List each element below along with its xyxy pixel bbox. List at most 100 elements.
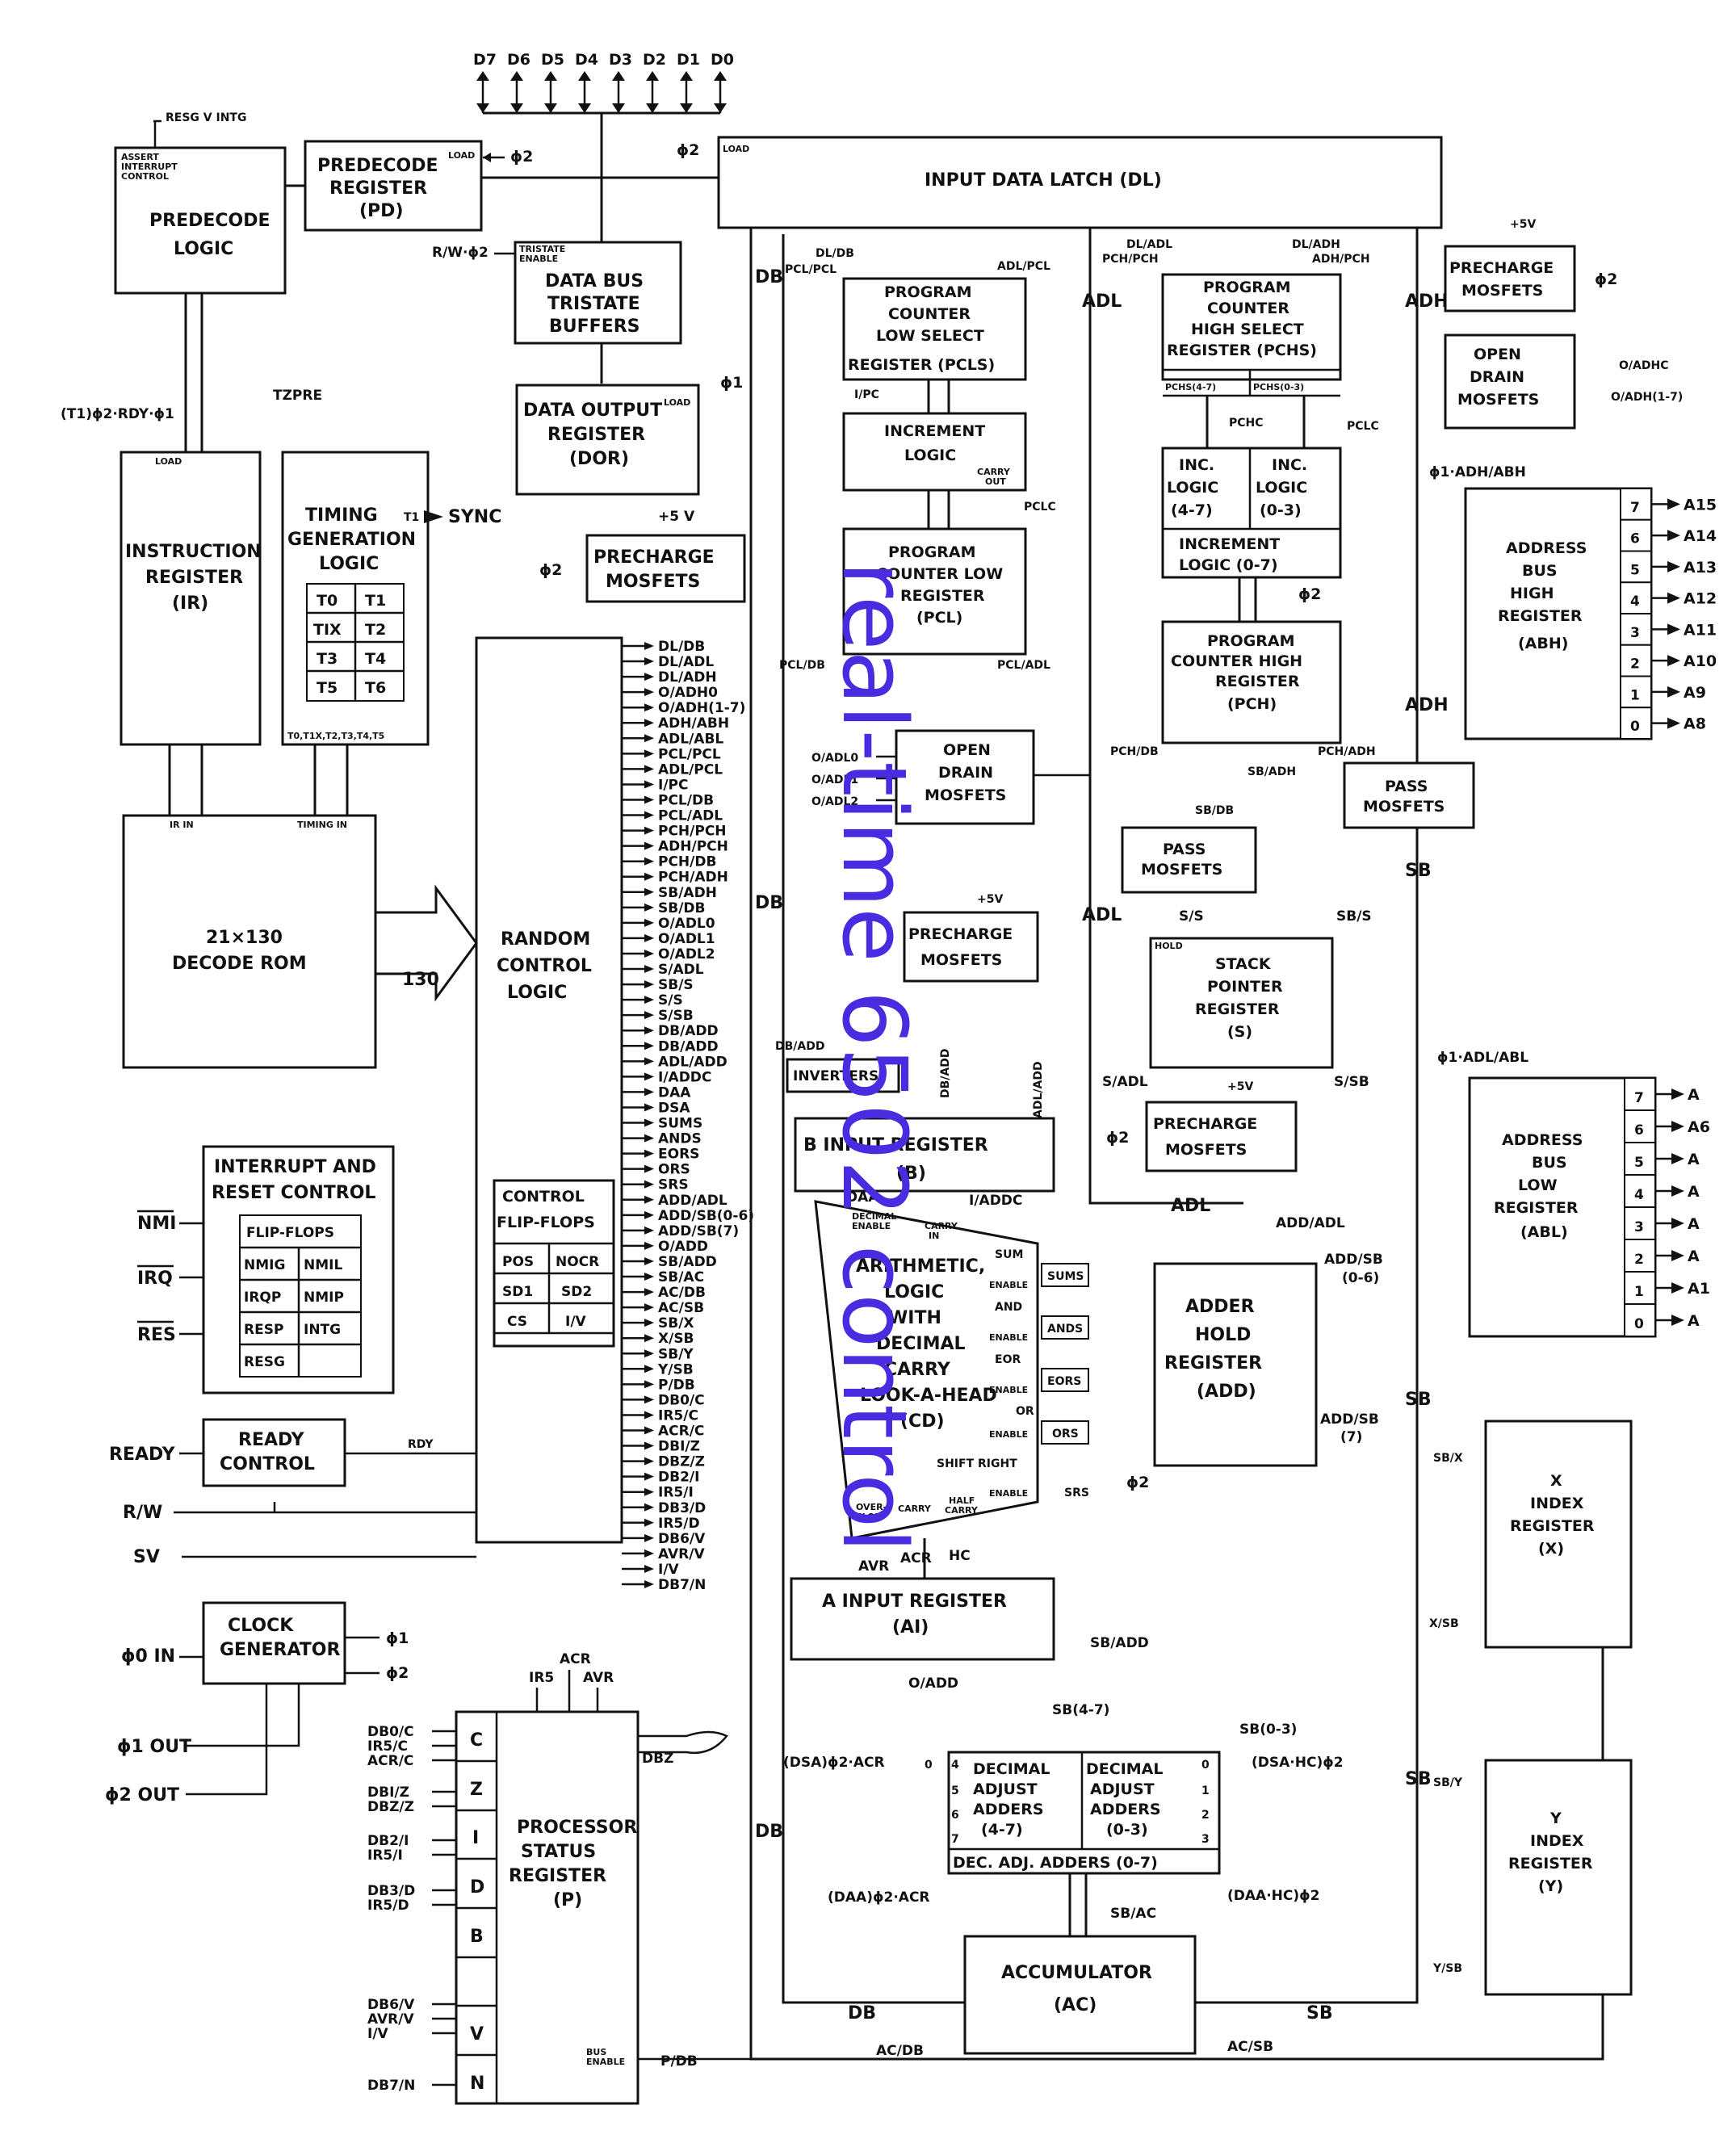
assert-label-1: ASSERT (121, 152, 159, 162)
control-signal: PCL/PCL (658, 746, 721, 762)
cff-sd1: SD1 (502, 1284, 533, 1300)
control-signal-arrow (644, 1380, 654, 1389)
alu-carry-in-2: IN (929, 1231, 939, 1241)
pm-5v: +5V (977, 893, 1003, 906)
p-db-label: P/DB (660, 2053, 698, 2070)
watermark-text: real-time 6502 control (823, 561, 926, 1553)
address-bit-cell (1620, 488, 1652, 521)
clock-generator (202, 1601, 346, 1685)
instruction-register (120, 451, 262, 746)
abl-title-4: REGISTER (1494, 1199, 1579, 1217)
abl-title-5: (ABL) (1520, 1223, 1568, 1241)
t1-rdy-label: (T1)ϕ2·RDY·ϕ1 (61, 406, 174, 422)
add-sb7b-label: (7) (1340, 1429, 1362, 1445)
control-signal-arrow (644, 1210, 654, 1219)
address-bit-number: 5 (1634, 1155, 1644, 1171)
t0-cell: T0 (317, 592, 338, 610)
control-signal: X/SB (658, 1331, 694, 1347)
ptr-phi2: ϕ2 (1595, 270, 1617, 288)
control-signal: ADH/ABH (658, 715, 729, 732)
stack-pointer-register (1149, 937, 1334, 1069)
irc-title-1: INTERRUPT AND (214, 1157, 376, 1177)
acc-title-2: (AC) (1054, 1995, 1097, 2015)
address-bit-number: 2 (1630, 656, 1640, 673)
address-pin-arrow (1667, 686, 1680, 698)
rcl-title-2: CONTROL (497, 956, 592, 976)
address-pin-arrow (1671, 1282, 1684, 1294)
control-signal: ACR/C (658, 1424, 704, 1440)
precharge-mosfets-mid (903, 911, 1039, 983)
rdy-signal: RDY (408, 1438, 434, 1451)
address-pin-arrow (1667, 655, 1680, 667)
add-title-1: ADDER (1185, 1297, 1255, 1317)
a-input-title: A INPUT REGISTER (822, 1592, 1007, 1612)
flag-n: N (470, 2074, 484, 2094)
cff-title-2: FLIP-FLOPS (497, 1214, 595, 1231)
control-signal: SB/DB (658, 900, 705, 916)
pchs-title-3: HIGH SELECT (1191, 321, 1304, 338)
address-bit-cell (1620, 613, 1652, 646)
x-title-4: (X) (1538, 1540, 1564, 1558)
precharge-mosfets-top-right (1444, 245, 1576, 312)
address-pin-arrow (1667, 717, 1680, 729)
alu-enable-1: ENABLE (989, 1280, 1028, 1290)
flag-v: V (470, 2024, 484, 2044)
da-lo-3: ADDERS (1090, 1801, 1161, 1818)
address-pin-arrow (1671, 1153, 1684, 1164)
psr-input-label: DB3/D (367, 1883, 415, 1899)
address-pin: A13 (1684, 559, 1717, 577)
control-signal: ADD/ADL (658, 1193, 728, 1209)
open-drain-mosfets-top (1444, 333, 1576, 430)
alu-line-4: DECIMAL (876, 1334, 966, 1354)
ff-nmil: NMIL (304, 1257, 342, 1273)
control-signal-arrow (644, 903, 654, 912)
alu-hc: HC (949, 1548, 971, 1564)
address-pin: A (1688, 1086, 1700, 1104)
pchs03: PCHS(0-3) (1253, 382, 1304, 392)
abl-title-3: LOW (1518, 1176, 1558, 1194)
control-signal-arrow (644, 1164, 654, 1173)
alu-ovf-2: FLOW (856, 1512, 885, 1522)
da-n7: 7 (951, 1833, 959, 1846)
control-signal: DBI/Z (658, 1439, 700, 1455)
control-signal: O/ADL1 (658, 931, 715, 947)
pin-d3: D3 (609, 51, 632, 69)
o-add-label: O/ADD (908, 1675, 958, 1692)
control-signal-arrow (644, 1395, 654, 1404)
add-sb06-label: ADD/SB (1324, 1252, 1383, 1268)
pd-title-1: PREDECODE (317, 156, 438, 176)
o-adl2: O/ADL2 (811, 795, 858, 808)
timing-title-1: TIMING (305, 505, 378, 526)
address-pin: A (1688, 1215, 1700, 1233)
pchs47: PCHS(4-7) (1165, 382, 1216, 392)
control-signal: EORS (658, 1147, 699, 1163)
da-daa-hc: (DAA·HC)ϕ2 (1227, 1888, 1320, 1904)
address-bit-number: 0 (1630, 719, 1640, 735)
sync-output: SYNC (448, 507, 501, 527)
pass-mosfets-2 (1121, 826, 1257, 894)
psr-title-1: PROCESSOR (517, 1818, 637, 1838)
alu-ovf-1: OVER- (856, 1502, 887, 1512)
control-signal: IR5/I (658, 1485, 694, 1501)
psr-input-label: DB6/V (367, 1997, 415, 2013)
ir-title-2: REGISTER (145, 568, 243, 588)
address-bit-number: 7 (1634, 1090, 1644, 1106)
bus-db-acc: DB (848, 2003, 876, 2023)
control-signal: S/S (658, 992, 683, 1009)
sb-x-label: SB/X (1433, 1452, 1463, 1465)
psr-input-label: DB2/I (367, 1833, 409, 1849)
alu-line-2: LOGIC (884, 1282, 944, 1302)
control-signal: SB/ADH (658, 885, 717, 901)
sb-db-label: SB/DB (1195, 804, 1234, 817)
adl-add: ADL/ADD (1032, 1061, 1045, 1118)
control-signal-arrow (644, 1288, 654, 1297)
control-signal: S/SB (658, 1008, 694, 1024)
address-bit-number: 3 (1634, 1219, 1644, 1235)
ff-resg: RESG (244, 1354, 285, 1370)
inc-hi-a3: (4-7) (1171, 501, 1213, 519)
inc-low-title-2: LOGIC (904, 447, 956, 464)
s-adl-label: S/ADL (1102, 1074, 1148, 1090)
control-signal: AC/DB (658, 1285, 706, 1301)
control-signal: ADL/ADD (658, 1054, 728, 1070)
alu-line-7: (CD) (900, 1411, 945, 1432)
